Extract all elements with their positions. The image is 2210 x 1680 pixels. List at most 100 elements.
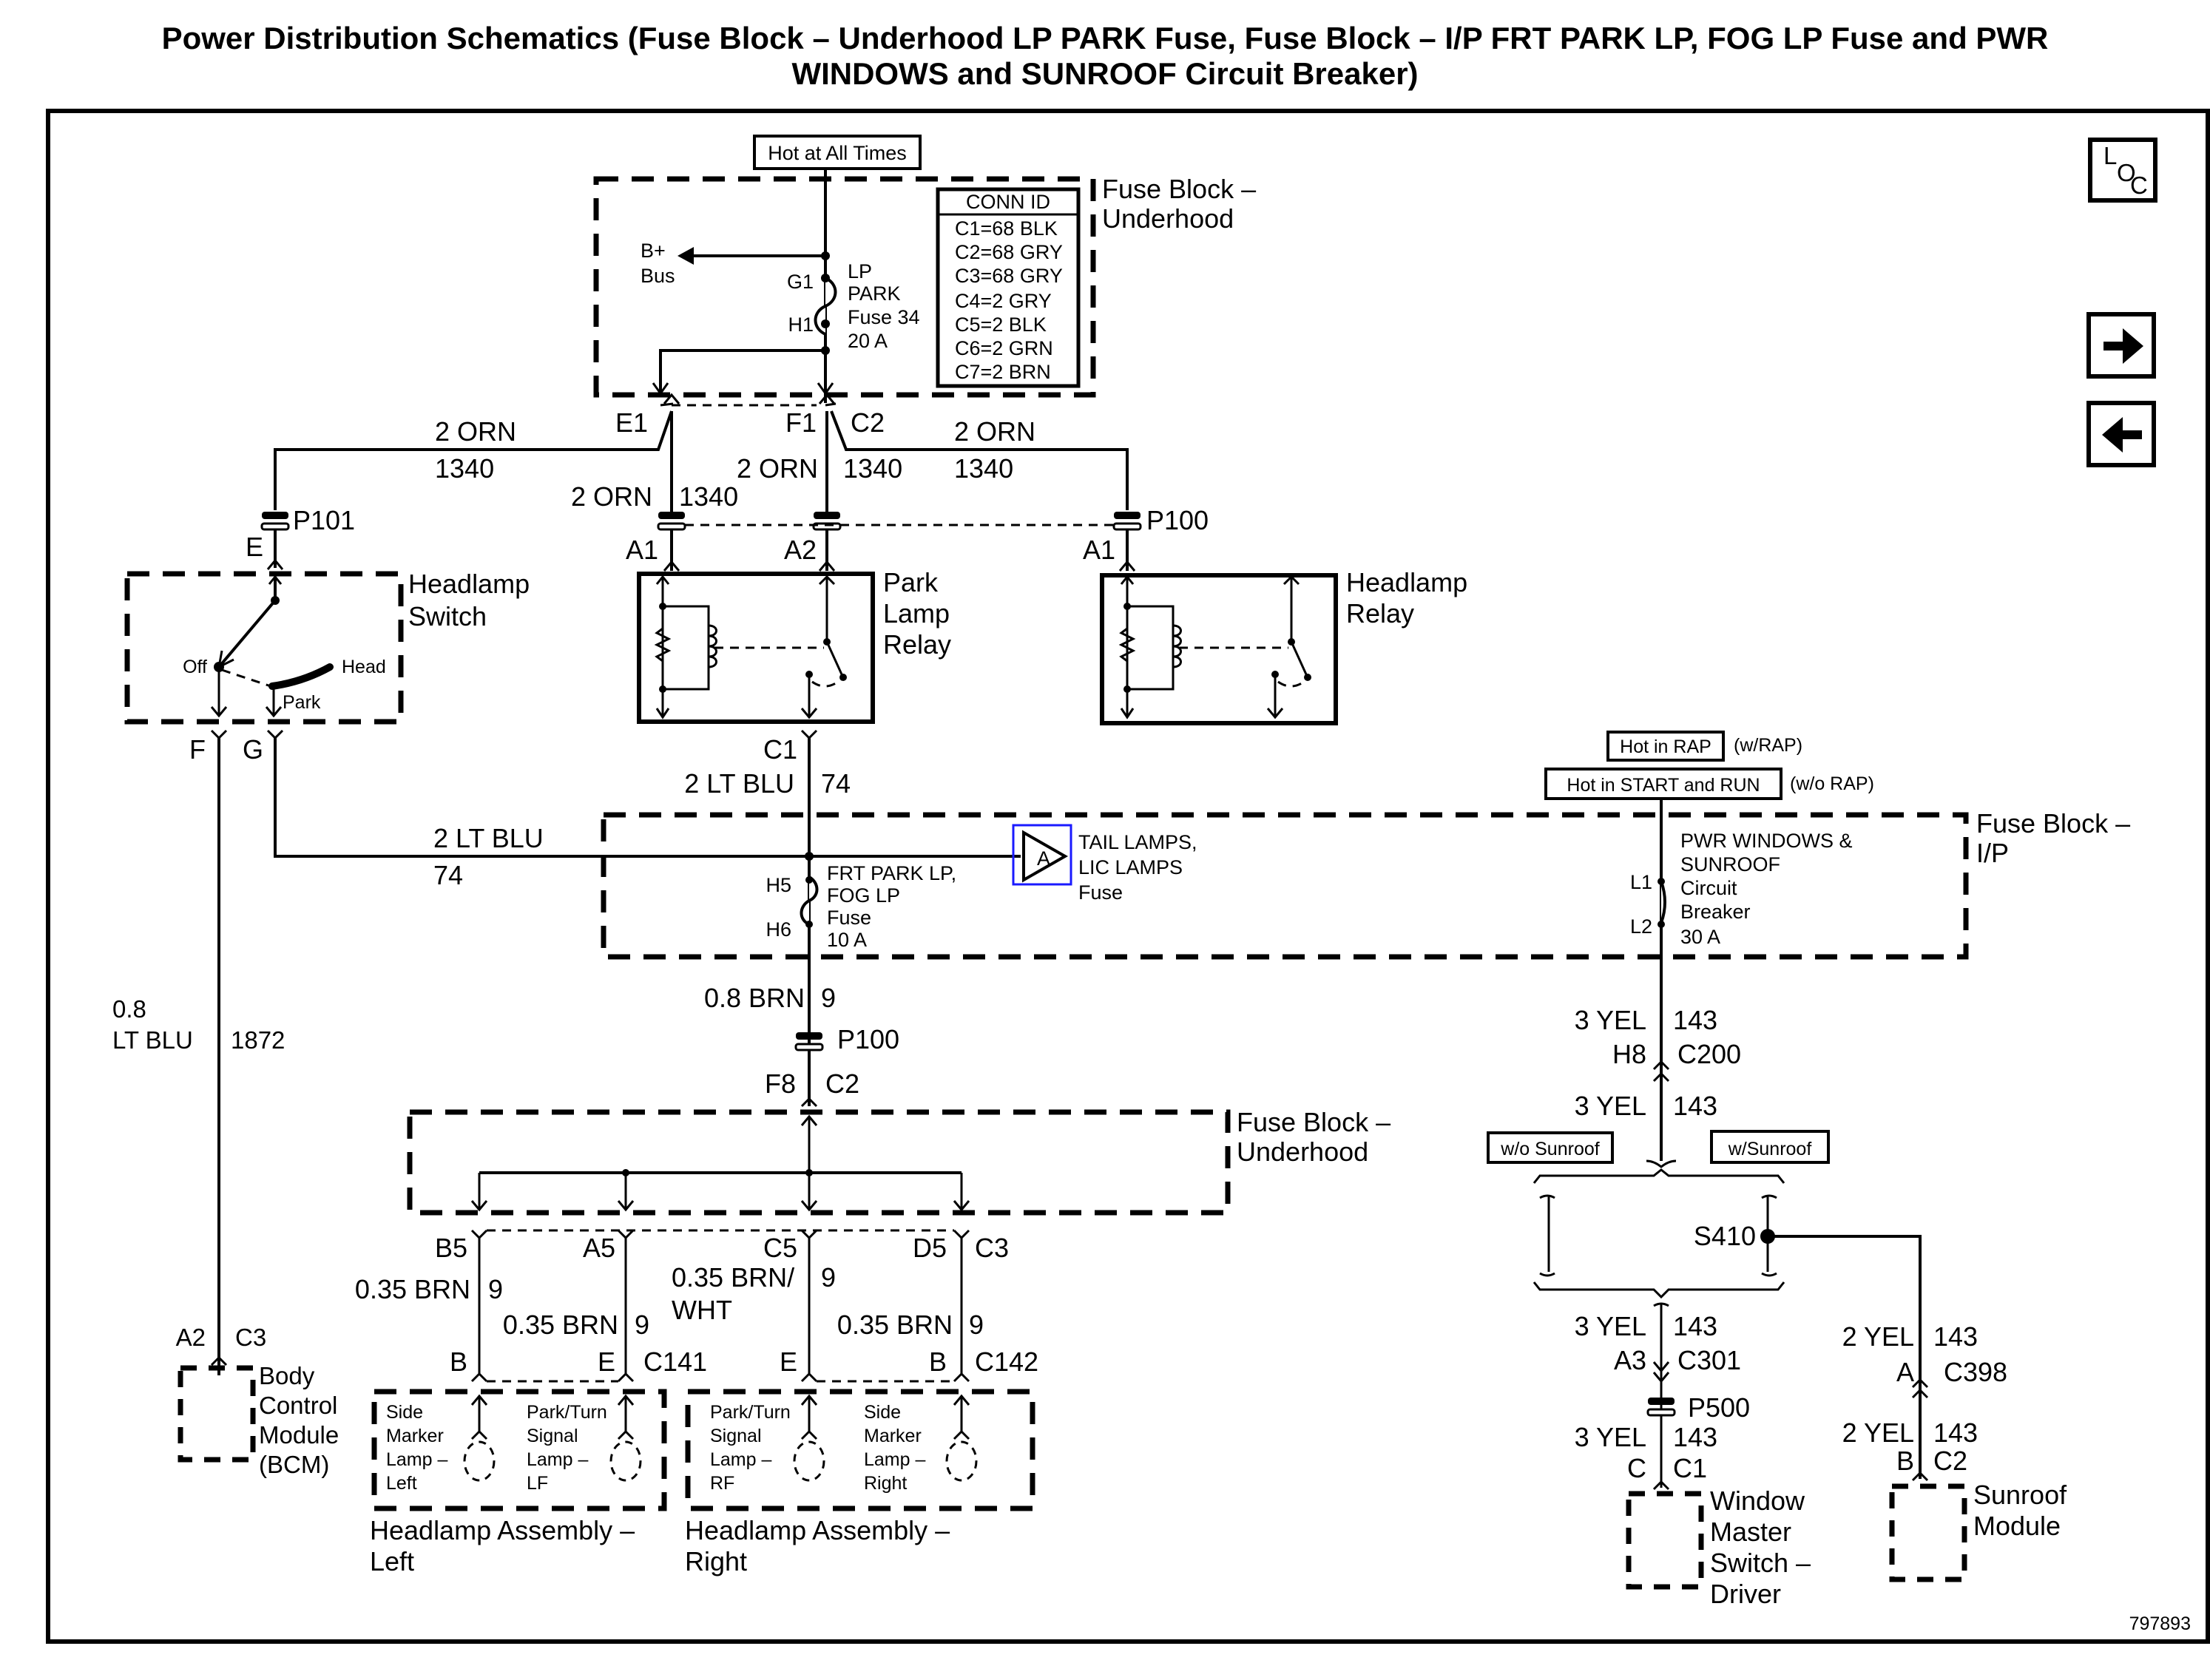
orn-wire-to-p100 <box>830 410 1129 510</box>
figure-id: 797893 <box>2129 1613 2191 1634</box>
wire-color: 3 YEL <box>1575 1005 1646 1035</box>
lamp-label-left-side-marker: Side Marker Lamp – Left <box>386 1402 447 1494</box>
conn-id-row: C4=2 GRY <box>955 290 1052 312</box>
loc-c: C <box>2130 172 2148 199</box>
conn-id-row: C3=68 GRY <box>955 265 1063 287</box>
switch-head-label: Head <box>342 657 386 677</box>
title-line-1: Power Distribution Schematics (Fuse Bloc… <box>161 21 2049 55</box>
w-sunroof-badge: w/Sunroof <box>1710 1130 1830 1164</box>
lamp-bulbs <box>463 1440 978 1482</box>
svg-text:Hot in RAP: Hot in RAP <box>1620 736 1711 757</box>
pin-e1: E1 <box>615 407 648 438</box>
window-switch-label: Window <box>1710 1486 1805 1516</box>
circuit-breaker-icon <box>1660 881 1666 924</box>
conn-c2: C2 <box>851 407 885 438</box>
fuse34-line4: 20 A <box>848 330 888 352</box>
svg-text:Park/Turn: Park/Turn <box>527 1402 607 1423</box>
window-switch-label: Switch – <box>1710 1548 1811 1578</box>
pin-d5: D5 <box>913 1233 947 1263</box>
wire-color: 2 YEL <box>1842 1321 1914 1352</box>
bplus-label: B+ <box>641 240 666 262</box>
prev-page-button[interactable] <box>2086 401 2156 467</box>
pin-e: E <box>246 532 263 562</box>
switch-park-label: Park <box>283 692 321 713</box>
cb-line: PWR WINDOWS & <box>1680 830 1852 852</box>
headlamp-relay-label-1: Headlamp <box>1346 567 1467 597</box>
loc-button[interactable]: L O C <box>2088 138 2157 203</box>
wire-color: 3 YEL <box>1575 1422 1646 1452</box>
frt-fuse-line: FOG LP <box>827 884 900 907</box>
ref-symbol: A <box>1037 847 1050 870</box>
wire-number: 9 <box>821 983 836 1013</box>
ref-line: TAIL LAMPS, <box>1078 831 1197 853</box>
sunroof-module <box>1889 1483 1967 1582</box>
wire-number: 143 <box>1933 1321 1978 1352</box>
svg-text:Left: Left <box>386 1473 417 1494</box>
conn-p100: P100 <box>1146 505 1209 535</box>
conn-p500: P500 <box>1688 1392 1750 1423</box>
svg-text:Lamp –: Lamp – <box>710 1449 771 1470</box>
orn-wire-to-p101 <box>274 410 673 510</box>
pin-a5: A5 <box>583 1233 615 1263</box>
wire-color: LT BLU <box>112 1026 193 1054</box>
conn-c3: C3 <box>975 1233 1009 1263</box>
pin-e: E <box>598 1347 615 1377</box>
pin-g1: G1 <box>787 271 814 293</box>
next-page-button[interactable] <box>2086 312 2156 379</box>
park-lamp-relay <box>637 572 875 724</box>
tail-lamps-reference-icon[interactable]: A <box>1012 824 1072 886</box>
lamp-label-lf-park-turn: Park/Turn Signal Lamp – LF <box>527 1402 607 1494</box>
pin-l2: L2 <box>1630 915 1652 938</box>
pin-h6: H6 <box>766 918 791 941</box>
conn-id-header: CONN ID <box>966 191 1050 213</box>
conn-p100: P100 <box>837 1024 899 1054</box>
wire-size: 0.8 <box>112 995 146 1023</box>
svg-text:w/o Sunroof: w/o Sunroof <box>1500 1139 1599 1159</box>
pin-b: B <box>1896 1446 1914 1476</box>
wire-color: 2 ORN <box>954 416 1035 447</box>
conn-c3: C3 <box>235 1324 266 1351</box>
wire-number: 143 <box>1673 1311 1717 1341</box>
wire-number: 1872 <box>231 1026 285 1054</box>
svg-text:RF: RF <box>710 1473 734 1494</box>
switch-off-label: Off <box>183 657 207 677</box>
pin-a3: A3 <box>1614 1345 1646 1375</box>
frt-fuse-line: 10 A <box>827 929 867 951</box>
wire-color: 3 YEL <box>1575 1311 1646 1341</box>
pin-f1: F1 <box>785 407 817 438</box>
hot-in-start-run-badge: Hot in START and RUN <box>1544 768 1782 800</box>
conn-id-table: CONN ID C1=68 BLK C2=68 GRY C3=68 GRY C4… <box>936 187 1081 388</box>
conn-id-row: C6=2 GRN <box>955 337 1053 359</box>
headlamp-relay <box>1100 573 1338 725</box>
underhood-fuse-block <box>593 176 1096 398</box>
park-relay-label-1: Park <box>883 567 939 597</box>
conn-c200: C200 <box>1677 1039 1741 1069</box>
pin-l1: L1 <box>1630 871 1652 893</box>
assembly-left-label-1: Headlamp Assembly – <box>370 1515 635 1545</box>
cb-line: Circuit <box>1680 877 1737 899</box>
conn-c1: C1 <box>1673 1453 1707 1483</box>
option-brace <box>1533 1281 1785 1299</box>
pin-c1: C1 <box>763 734 797 765</box>
svg-text:Signal: Signal <box>710 1426 762 1446</box>
pin-a1: A1 <box>626 535 658 565</box>
body-control-module <box>178 1365 256 1463</box>
bcm-label: (BCM) <box>259 1451 329 1478</box>
pin-f8: F8 <box>765 1068 796 1099</box>
fuse34-line1: LP <box>848 260 872 282</box>
assembly-right-label-1: Headlamp Assembly – <box>685 1515 950 1545</box>
wire-color: 3 YEL <box>1575 1091 1646 1121</box>
bcm-label: Module <box>259 1421 339 1449</box>
svg-text:LF: LF <box>527 1473 548 1494</box>
assembly-left-label-2: Left <box>370 1546 414 1576</box>
wire-color: 0.35 BRN/ <box>672 1262 794 1293</box>
underhood-lower-label-1: Fuse Block – <box>1237 1107 1390 1137</box>
bus-label: Bus <box>641 265 675 287</box>
underhood-lower-label-2: Underhood <box>1237 1137 1368 1167</box>
underhood-fuse-block-lower <box>407 1109 1231 1216</box>
pin-a: A <box>1896 1357 1914 1387</box>
bcm-label: Control <box>259 1392 337 1419</box>
svg-text:Hot at All Times: Hot at All Times <box>768 142 907 164</box>
wire-number: 143 <box>1673 1091 1717 1121</box>
hot-in-rap-badge: Hot in RAP <box>1606 731 1725 762</box>
